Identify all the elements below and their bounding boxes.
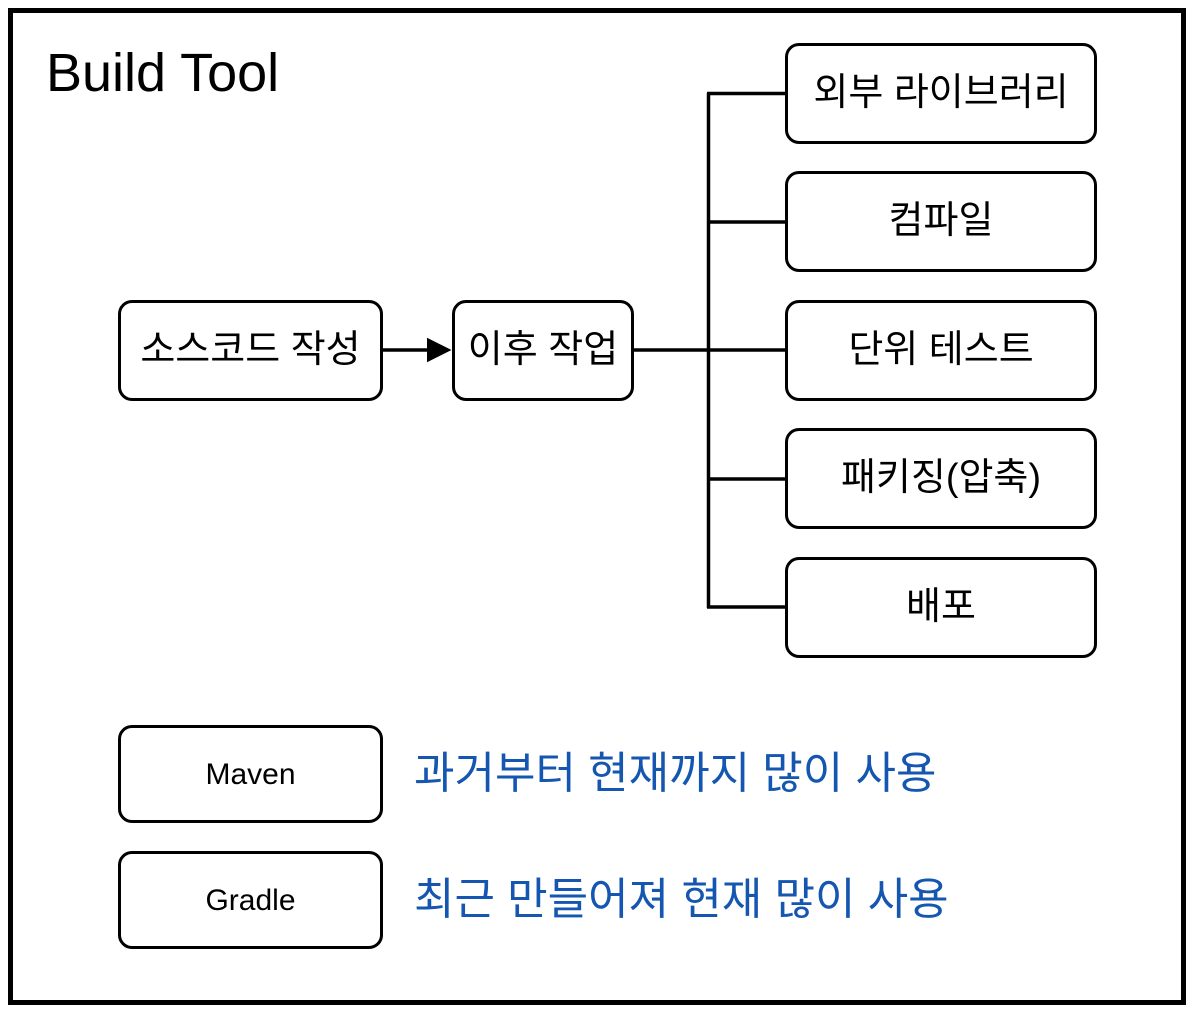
node-task-packaging[interactable]: 패키징(압축): [785, 428, 1097, 529]
node-task-deploy[interactable]: 배포: [785, 557, 1097, 658]
node-task-unit-test[interactable]: 단위 테스트: [785, 300, 1097, 401]
node-tool-gradle[interactable]: Gradle: [118, 851, 383, 949]
node-source-code[interactable]: 소스코드 작성: [118, 300, 383, 401]
node-next-task[interactable]: 이후 작업: [452, 300, 634, 401]
page-title: Build Tool: [46, 43, 280, 103]
note-gradle: 최근 만들어져 현재 많이 사용: [414, 875, 949, 924]
note-maven: 과거부터 현재까지 많이 사용: [414, 749, 937, 798]
node-task-compile[interactable]: 컴파일: [785, 171, 1097, 272]
node-task-external-library[interactable]: 외부 라이브러리: [785, 43, 1097, 144]
node-tool-maven[interactable]: Maven: [118, 725, 383, 823]
